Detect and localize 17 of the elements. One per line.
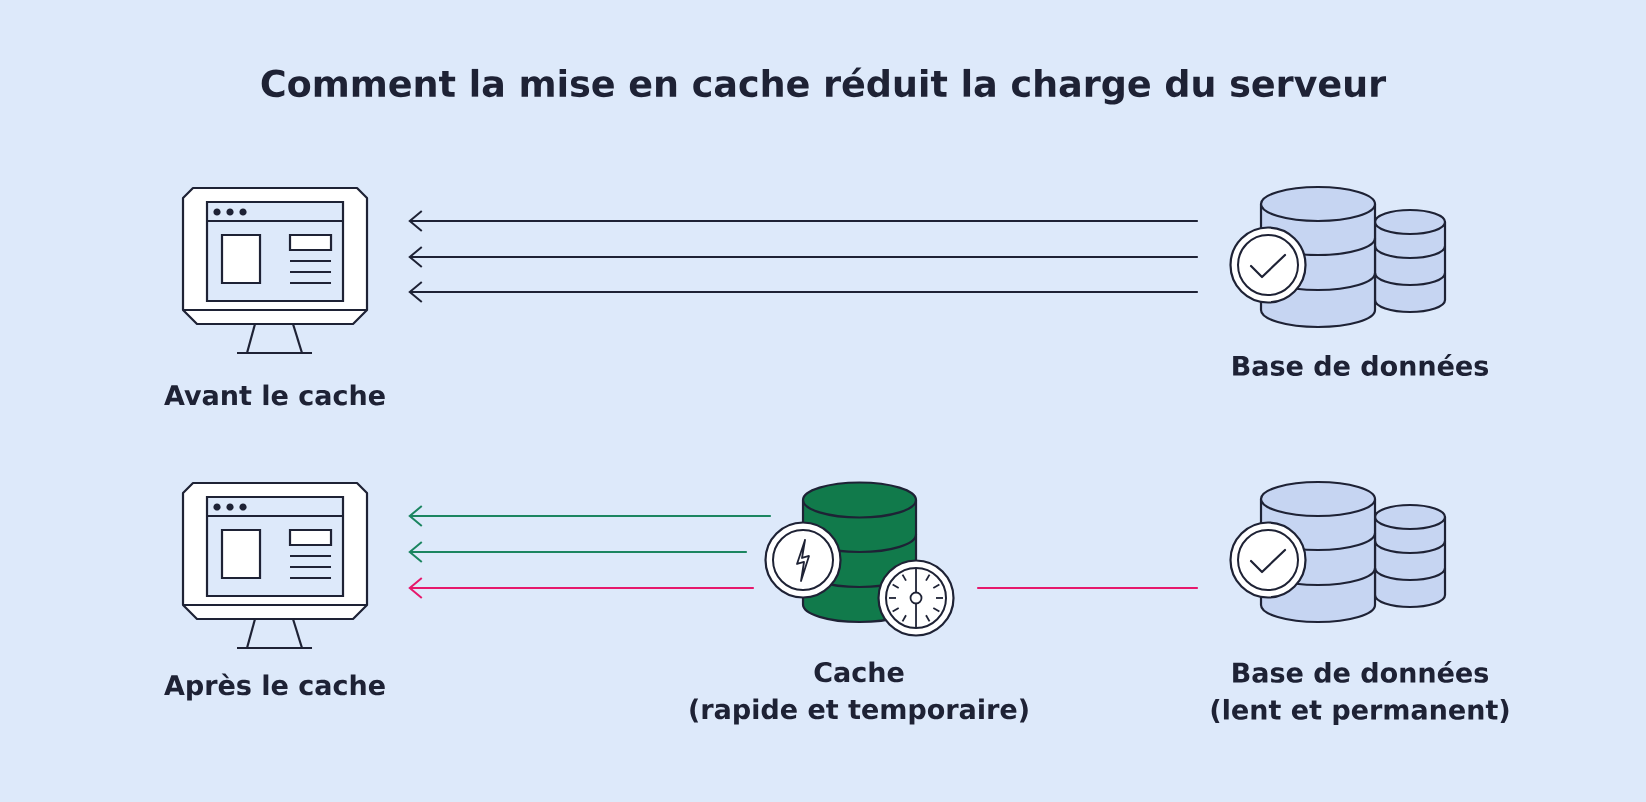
computer-monitor xyxy=(181,481,369,650)
cache-database xyxy=(764,481,955,637)
node-label: Base de données xyxy=(1233,354,1488,376)
arrow xyxy=(408,505,772,527)
node-label: Base de données (lent et permanent) xyxy=(1211,660,1509,726)
node-label: Cache (rapide et temporaire) xyxy=(690,661,1028,725)
title: Comment la mise en cache réduit la charge du serveur xyxy=(261,67,1387,105)
arrow xyxy=(408,281,1199,303)
node-label: Avant le cache xyxy=(164,384,385,406)
arrow xyxy=(408,541,748,563)
database-stack xyxy=(1229,185,1447,329)
arrow xyxy=(408,577,755,599)
connector-line xyxy=(976,587,1199,589)
arrow xyxy=(408,246,1199,268)
computer-monitor xyxy=(181,186,369,355)
database-stack xyxy=(1229,480,1447,624)
node-label: Après le cache xyxy=(164,673,385,701)
